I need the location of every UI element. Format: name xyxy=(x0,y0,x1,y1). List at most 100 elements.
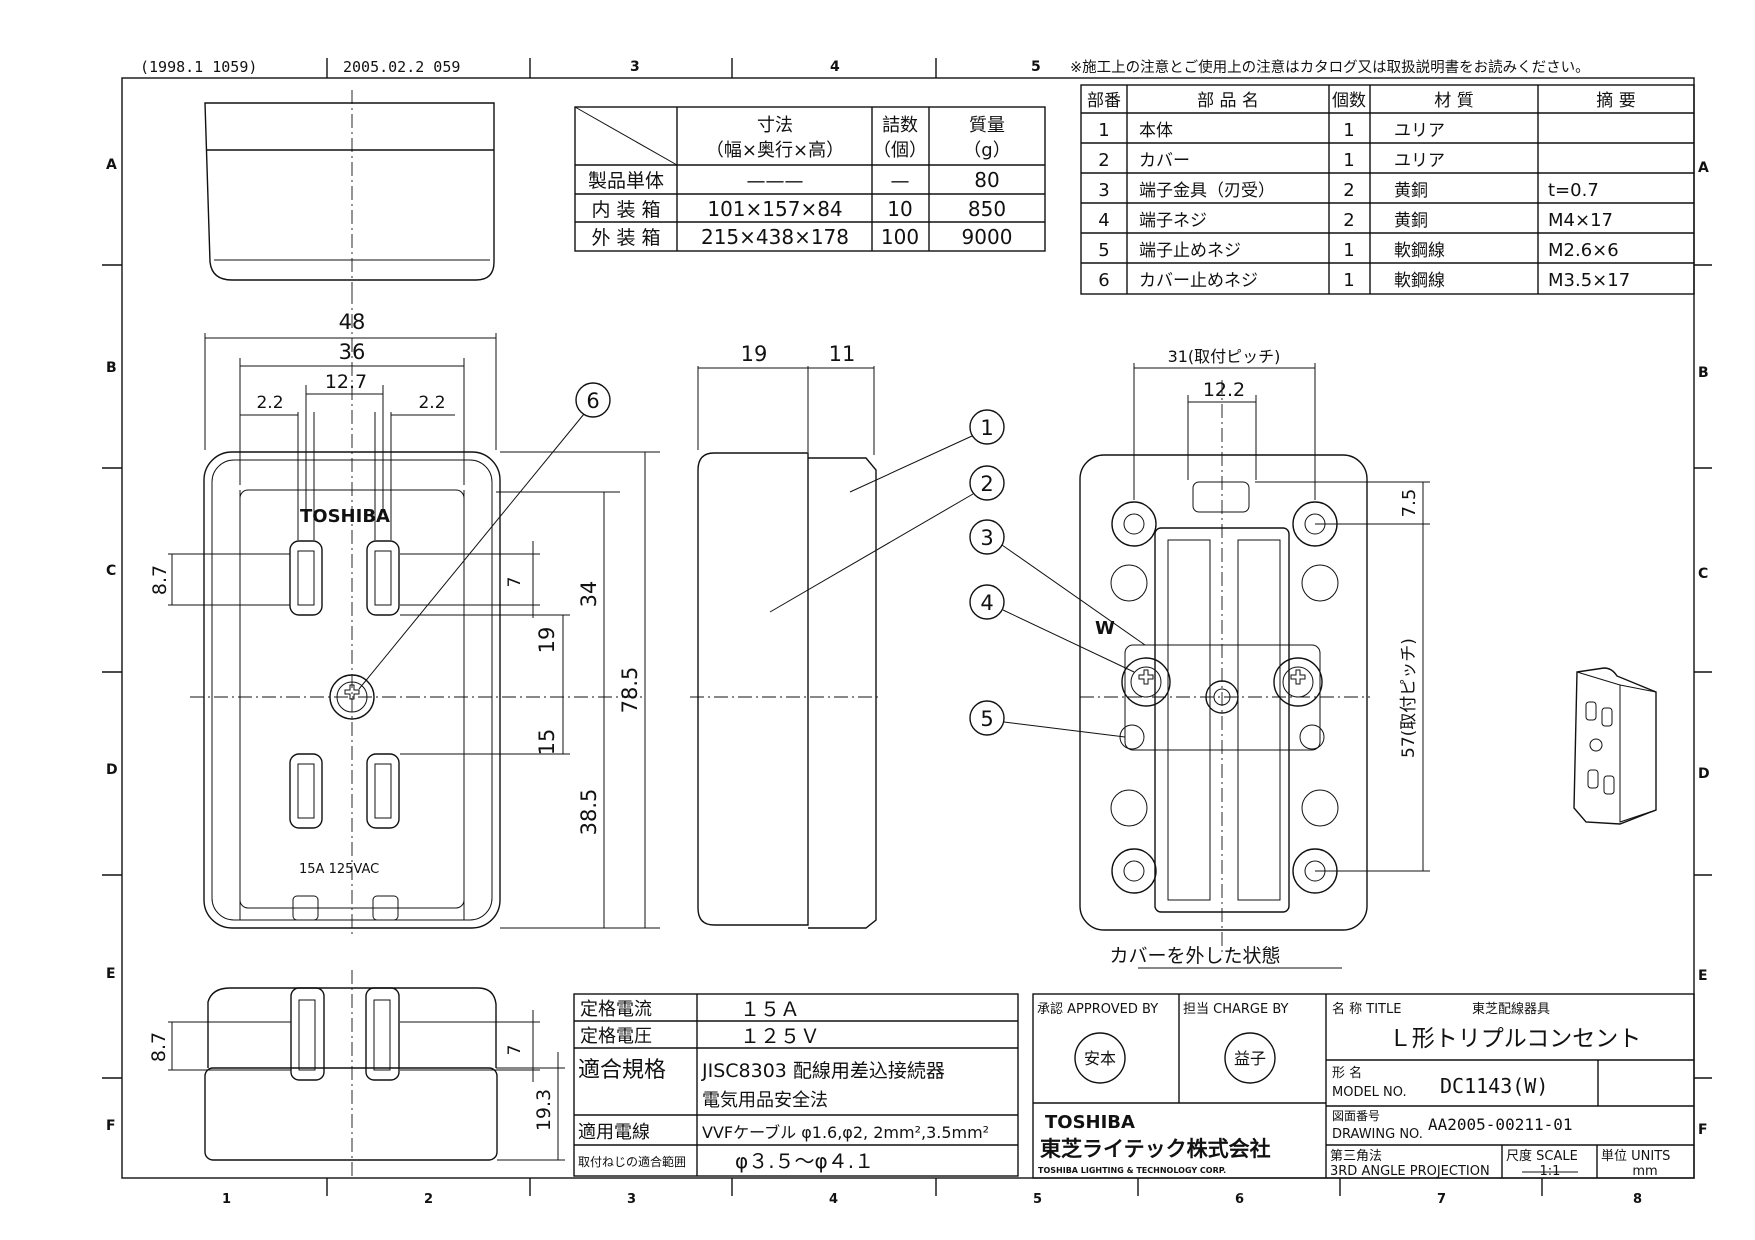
row-label-E: E xyxy=(106,966,116,982)
parts-header-qty: 個数 xyxy=(1332,91,1366,111)
drawing-label-jp: 図面番号 xyxy=(1332,1109,1380,1123)
company-name-jp: 東芝ライテック株式会社 xyxy=(1040,1137,1271,1161)
dim-height-34: 34 xyxy=(577,581,601,608)
revision-history-1: (1998.1 1059) xyxy=(140,58,257,76)
dim-pitch-31: 31(取付ピッチ) xyxy=(1168,347,1281,366)
col-label-bottom-4: 4 xyxy=(829,1192,838,1207)
parts-row-no: 6 xyxy=(1098,270,1109,291)
row-label-A: A xyxy=(106,157,117,173)
balloon-4: 4 xyxy=(980,591,993,615)
spec-label: 定格電流 xyxy=(580,999,652,1020)
approved-stamp: 安本 xyxy=(1084,1049,1116,1068)
inner-view-dimensions: 31(取付ピッチ) 12.2 7.5 57(取付ピッチ) 3 4 5 カバーを外… xyxy=(969,347,1430,969)
parts-header-name: 部 品 名 xyxy=(1197,91,1259,111)
row-label-right-C: C xyxy=(1698,566,1708,582)
balloon-5: 5 xyxy=(980,707,993,731)
dim-pitch-57: 57(取付ピッチ) xyxy=(1399,638,1419,758)
spec-value-2: 電気用品安全法 xyxy=(702,1090,828,1111)
inner-w-mark: W xyxy=(1095,618,1115,639)
parts-row-qty: 1 xyxy=(1343,240,1354,261)
dim-width-2-2-left: 2.2 xyxy=(256,393,283,413)
col-label-bottom-3: 3 xyxy=(627,1192,636,1207)
col-label-bottom-7: 7 xyxy=(1437,1192,1446,1207)
caution-note: ※施工上の注意とご使用上の注意はカタログ又は取扱説明書をお読みください。 xyxy=(1070,58,1590,76)
dim-bottom-8-7: 8.7 xyxy=(148,1032,170,1062)
parts-row-note: M4×17 xyxy=(1548,210,1613,231)
spec-label: 取付ねじの適合範囲 xyxy=(578,1154,686,1169)
pack-row-dim: 101×157×84 xyxy=(707,197,842,221)
front-view: TOSHIBA 15A 125VAC xyxy=(190,290,645,935)
revision-history-2: 2005.02.2 059 xyxy=(343,58,460,76)
pack-row-qty: 100 xyxy=(881,225,919,249)
charge-label: 担当 CHARGE BY xyxy=(1183,1002,1289,1017)
pack-row-label: 外 装 箱 xyxy=(591,227,660,249)
row-label-D: D xyxy=(106,762,118,778)
parts-row-qty: 1 xyxy=(1343,270,1354,291)
dim-height-38-5: 38.5 xyxy=(577,789,601,836)
parts-row-no: 1 xyxy=(1098,120,1109,141)
front-view-dimensions: 48 36 12.7 2.2 2.2 8.7 7 19 15 34 xyxy=(149,310,660,929)
parts-row-material: 軟鋼線 xyxy=(1394,241,1445,261)
dim-width-2-2-right: 2.2 xyxy=(418,393,445,413)
company-name-en: TOSHIBA LIGHTING & TECHNOLOGY CORP. xyxy=(1038,1166,1226,1175)
dim-height-7-5: 7.5 xyxy=(1399,489,1420,518)
parts-row-no: 4 xyxy=(1098,210,1109,231)
parts-row-name: カバー止めネジ xyxy=(1139,271,1258,291)
dim-height-7: 7 xyxy=(505,577,525,588)
drawing-label-en: DRAWING NO. xyxy=(1332,1127,1423,1142)
inner-view: W xyxy=(1079,380,1370,955)
spec-label: 適用電線 xyxy=(578,1122,650,1143)
col-label-bottom-1: 1 xyxy=(222,1192,231,1207)
units-value: mm xyxy=(1632,1164,1657,1179)
dim-width-12-2: 12.2 xyxy=(1203,379,1245,401)
dim-height-78-5: 78.5 xyxy=(618,667,642,714)
pack-row-mass: 9000 xyxy=(962,225,1013,249)
parts-row-note: M2.6×6 xyxy=(1548,240,1619,261)
bottom-view: 8.7 7 19.3 xyxy=(148,970,565,1180)
dim-height-15: 15 xyxy=(535,729,559,756)
parts-row-qty: 2 xyxy=(1343,210,1354,231)
col-label-bottom-2: 2 xyxy=(424,1192,433,1207)
balloon-2: 2 xyxy=(980,472,993,496)
parts-row-material: ユリア xyxy=(1394,121,1445,141)
units-label: 単位 UNITS xyxy=(1601,1148,1670,1164)
side-view: 19 11 1 2 xyxy=(690,342,1005,929)
title-label: 名 称 TITLE xyxy=(1332,1001,1401,1017)
inner-view-caption: カバーを外した状態 xyxy=(1109,945,1280,967)
pack-row-label: 製品単体 xyxy=(588,170,664,192)
row-label-right-E: E xyxy=(1698,968,1708,984)
balloon-1: 1 xyxy=(980,416,993,440)
row-label-right-A: A xyxy=(1698,160,1709,176)
parts-row-no: 2 xyxy=(1098,150,1109,171)
front-rating-text: 15A 125VAC xyxy=(299,862,379,877)
dim-width-36: 36 xyxy=(339,340,366,364)
drawing-number: AA2005-00211-01 xyxy=(1428,1115,1573,1134)
pack-row-qty: — xyxy=(891,170,910,192)
col-label-5: 5 xyxy=(1031,59,1041,75)
dim-depth-11: 11 xyxy=(829,342,856,366)
spec-table: 定格電流 １５Ａ 定格電圧 １２５Ｖ 適合規格 JISC8303 配線用差込接続… xyxy=(573,993,1019,1177)
packaging-table: 寸法 （幅×奥行×高） 詰数 （個） 質量 （g） 製品単体 ——— — 80 … xyxy=(574,106,1046,252)
title-block: 承認 APPROVED BY 安本 担当 CHARGE BY 益子 名 称 TI… xyxy=(1032,993,1695,1179)
parts-row-name: 端子ネジ xyxy=(1139,211,1207,231)
row-label-right-F: F xyxy=(1698,1122,1708,1138)
pack-row-mass: 80 xyxy=(974,168,999,192)
pack-header-mass: 質量 xyxy=(969,115,1005,136)
col-label-3: 3 xyxy=(630,59,640,75)
parts-row-no: 5 xyxy=(1098,240,1109,261)
spec-value: VVFケーブル φ1.6,φ2, 2mm²,3.5mm² xyxy=(702,1123,989,1142)
parts-row-name: 端子金具（刃受） xyxy=(1139,181,1275,201)
balloon-3: 3 xyxy=(980,526,993,550)
parts-row-name: カバー xyxy=(1139,151,1190,171)
row-label-right-B: B xyxy=(1698,365,1709,381)
pack-header-dim-sub: （幅×奥行×高） xyxy=(706,140,844,161)
col-label-bottom-8: 8 xyxy=(1633,1192,1642,1207)
spec-label: 適合規格 xyxy=(578,1058,666,1083)
parts-row-material: 軟鋼線 xyxy=(1394,271,1445,291)
pack-header-dim: 寸法 xyxy=(757,115,793,136)
model-label-jp: 形 名 xyxy=(1332,1065,1362,1081)
parts-row-name: 端子止めネジ xyxy=(1139,241,1241,261)
parts-row-qty: 1 xyxy=(1343,120,1354,141)
parts-row-note: t=0.7 xyxy=(1548,180,1599,201)
